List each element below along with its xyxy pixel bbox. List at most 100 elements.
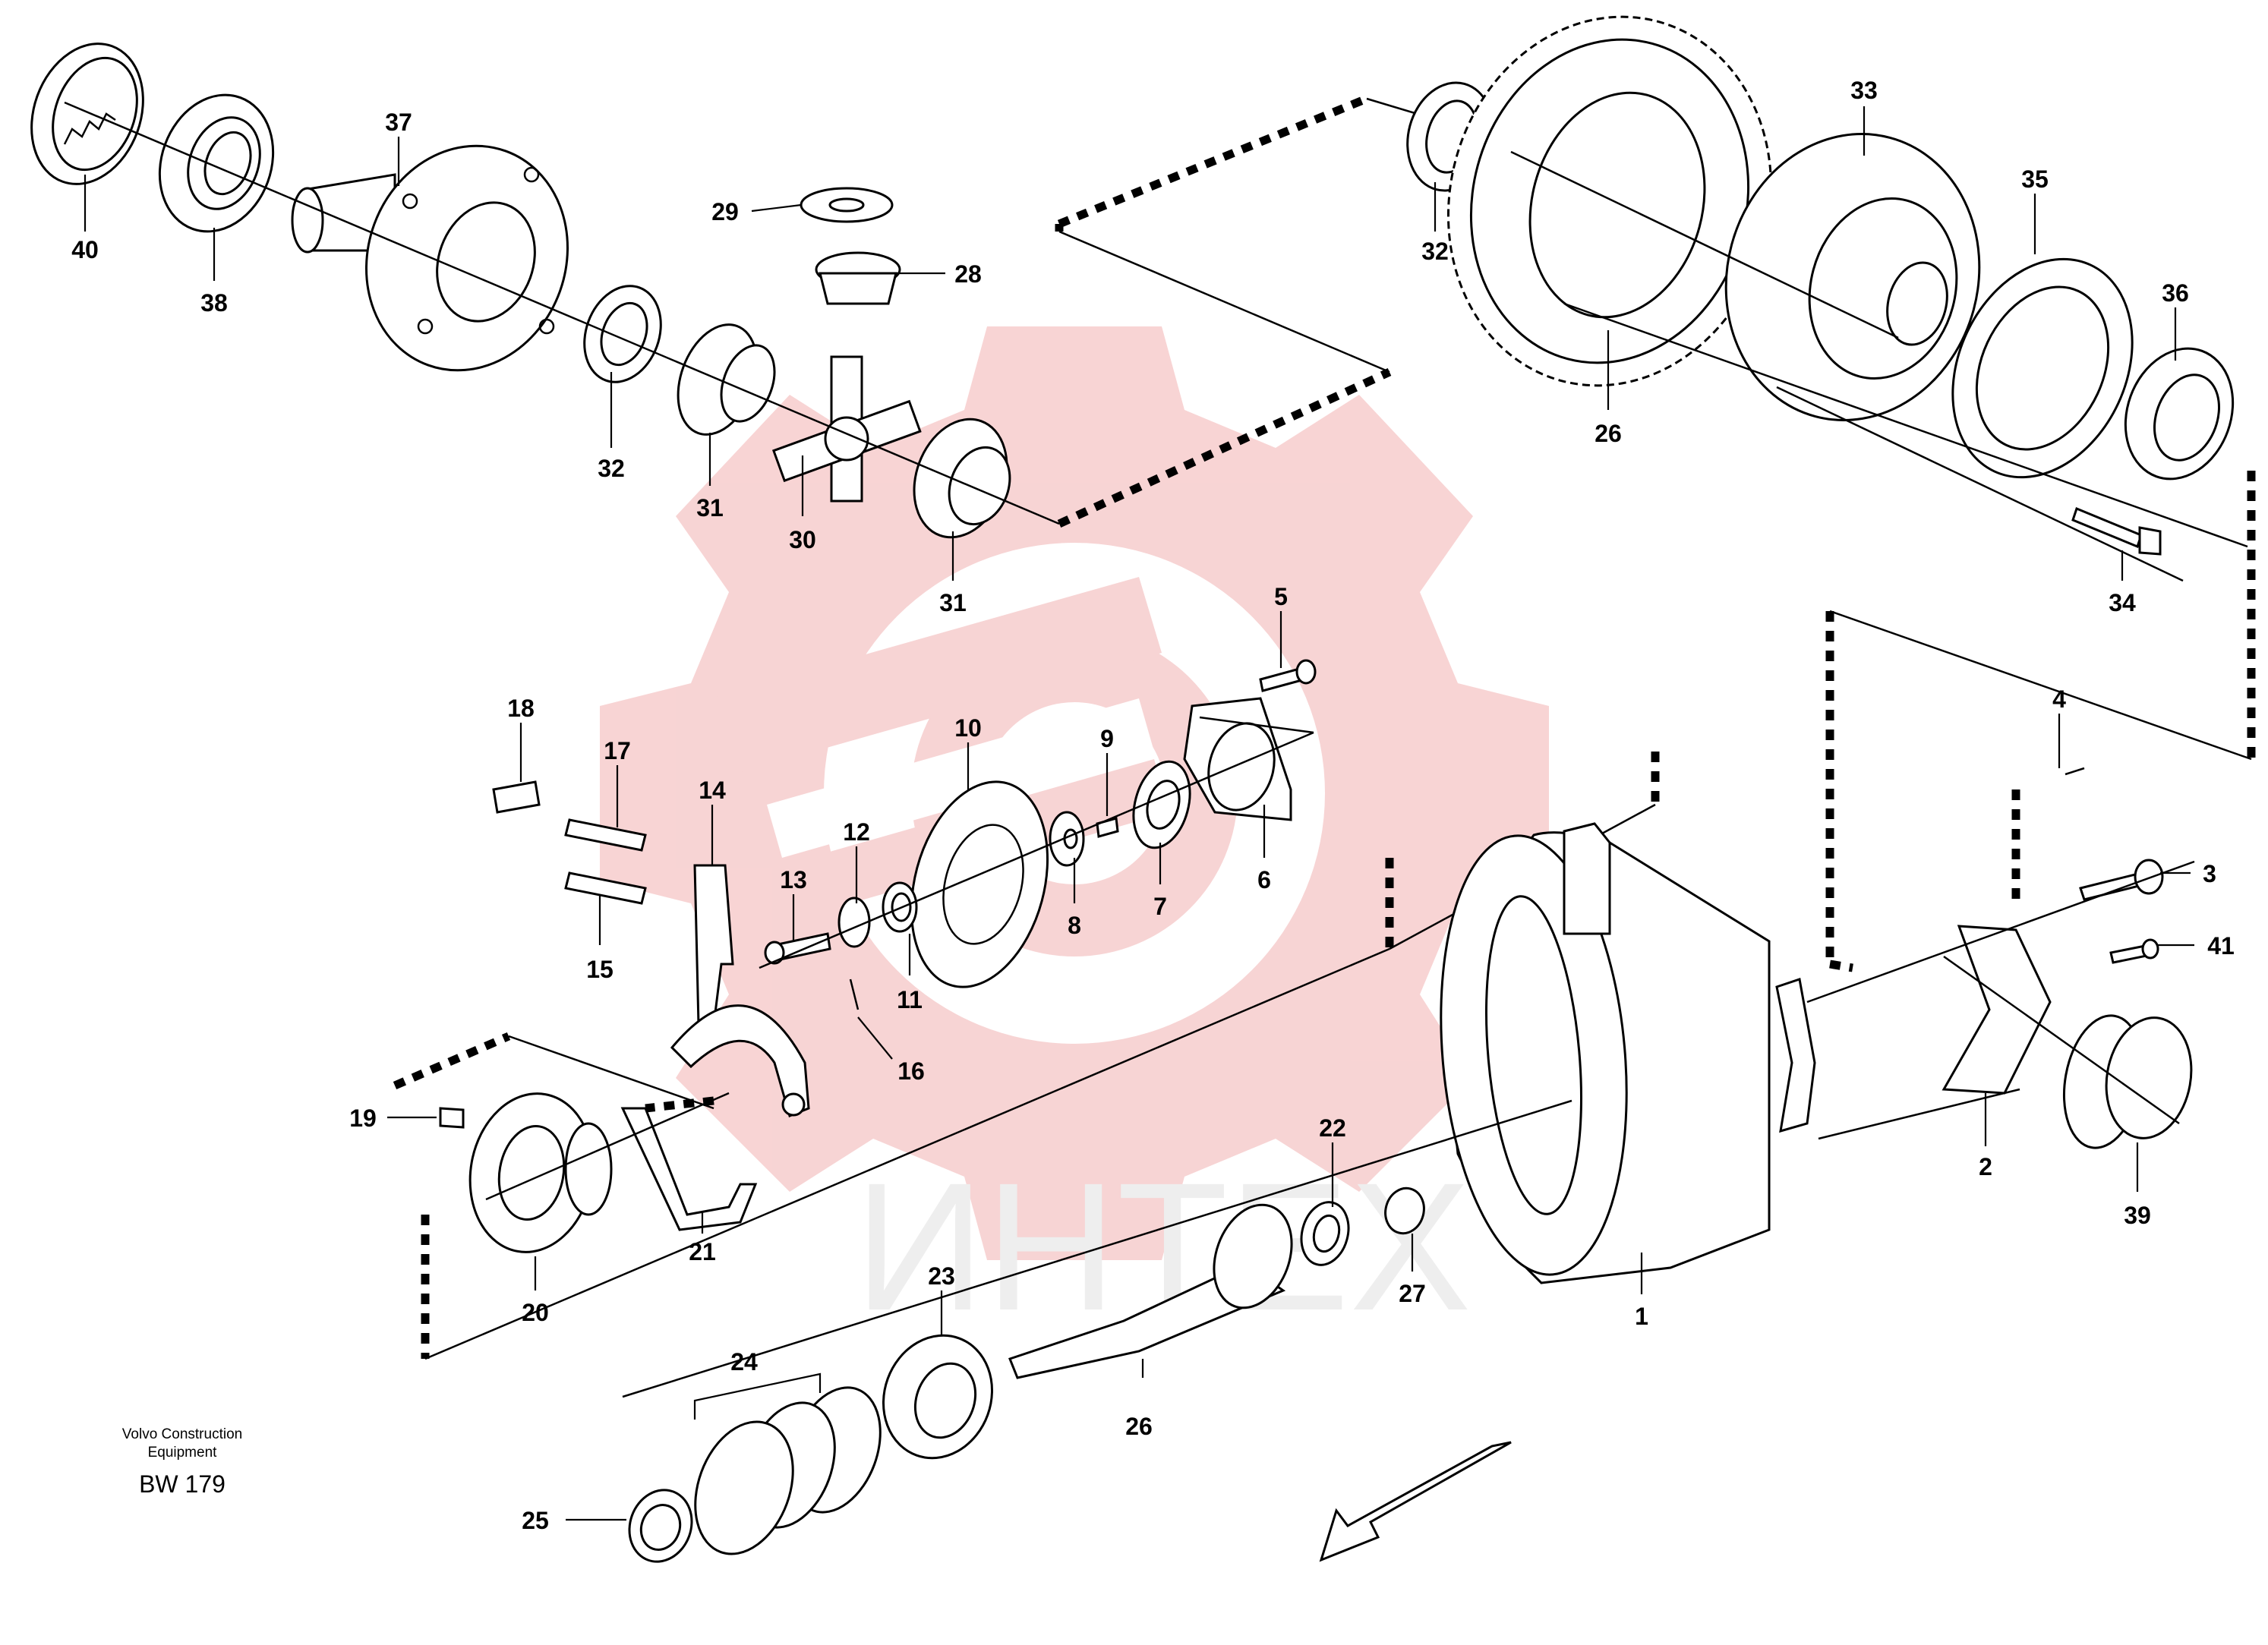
callout-28: 28 bbox=[881, 260, 982, 288]
part-21-pipe bbox=[620, 1107, 758, 1231]
callout-number: 23 bbox=[928, 1262, 955, 1290]
part-18-spring bbox=[492, 780, 541, 814]
part-38-bearing bbox=[158, 93, 275, 233]
callout-32b: 32 bbox=[1421, 182, 1449, 265]
callout-11: 11 bbox=[897, 934, 923, 1013]
callout-25: 25 bbox=[522, 1507, 626, 1534]
callout-22: 22 bbox=[1319, 1114, 1346, 1207]
callout-number: 28 bbox=[954, 260, 982, 288]
callout-number: 38 bbox=[200, 289, 228, 317]
callout-39: 39 bbox=[2124, 1142, 2151, 1229]
group-outlines bbox=[393, 94, 2256, 1360]
part-31-side-gear-right bbox=[913, 418, 1011, 539]
part-41-bolt bbox=[2109, 938, 2159, 964]
callout-33: 33 bbox=[1850, 77, 1878, 156]
callout-number: 11 bbox=[897, 986, 923, 1013]
callout-15: 15 bbox=[586, 896, 614, 983]
part-32-washer bbox=[583, 285, 662, 383]
part-28-pinion-gear bbox=[815, 251, 901, 305]
callout-number: 16 bbox=[897, 1057, 925, 1085]
callout-20: 20 bbox=[522, 1256, 549, 1326]
callout-number: 24 bbox=[730, 1348, 758, 1376]
callout-number: 37 bbox=[385, 109, 412, 136]
callout-number: 32 bbox=[598, 455, 625, 482]
callout-number: 13 bbox=[780, 866, 807, 893]
callout-number: 2 bbox=[1979, 1153, 1992, 1180]
callout-number: 35 bbox=[2021, 165, 2049, 193]
callout-29: 29 bbox=[711, 198, 802, 225]
part-36-bearing bbox=[2124, 347, 2235, 481]
callout-26b: 26 bbox=[1125, 1359, 1153, 1440]
callout-number: 14 bbox=[699, 777, 726, 804]
part-19-bolt bbox=[439, 1107, 465, 1129]
callout-31: 31 bbox=[696, 433, 724, 522]
callout-number: 17 bbox=[604, 737, 631, 764]
part-24-shims bbox=[694, 1386, 882, 1555]
watermark-gear-logo: ИНТЕХ bbox=[600, 326, 1549, 1348]
direction-arrow bbox=[1319, 1441, 1512, 1562]
callout-35: 35 bbox=[2021, 165, 2049, 254]
part-15-pin bbox=[564, 871, 647, 905]
part-16-pin bbox=[849, 978, 860, 1010]
callout-34: 34 bbox=[2109, 550, 2136, 616]
part-26-pinion bbox=[1008, 1203, 1293, 1379]
callout-16: 16 bbox=[857, 1016, 925, 1085]
callout-40: 40 bbox=[71, 175, 99, 263]
callout-18: 18 bbox=[507, 695, 535, 782]
callout-number: 21 bbox=[689, 1238, 716, 1265]
callout-number: 5 bbox=[1274, 583, 1288, 610]
part-12-snap-ring bbox=[837, 897, 871, 948]
callout-19: 19 bbox=[349, 1105, 437, 1132]
callout-number: 30 bbox=[789, 526, 816, 553]
part-1-axle-housing bbox=[1440, 822, 1771, 1284]
callout-41: 41 bbox=[2158, 932, 2235, 960]
callout-6: 6 bbox=[1257, 805, 1271, 893]
callout-number: 26 bbox=[1125, 1413, 1153, 1440]
callout-number: 26 bbox=[1595, 420, 1622, 447]
part-39-bearing bbox=[2062, 1014, 2193, 1149]
callout-5: 5 bbox=[1274, 583, 1288, 668]
callout-number: 31 bbox=[696, 494, 724, 522]
callout-number: 33 bbox=[1850, 77, 1878, 104]
part-7-seal bbox=[1132, 760, 1191, 849]
callout-38: 38 bbox=[200, 228, 228, 317]
callout-number: 39 bbox=[2124, 1202, 2151, 1229]
callout-3: 3 bbox=[2160, 860, 2216, 887]
callout-number: 22 bbox=[1319, 1114, 1346, 1142]
organization-caption: Volvo Construction Equipment bbox=[72, 1426, 292, 1462]
callout-37: 37 bbox=[385, 109, 412, 186]
callout-12: 12 bbox=[843, 818, 870, 903]
callout-number: 8 bbox=[1068, 912, 1081, 939]
callout-number: 20 bbox=[522, 1299, 549, 1326]
callout-number: 34 bbox=[2109, 589, 2136, 616]
part-30-spider bbox=[771, 355, 922, 503]
part-11-washer bbox=[882, 881, 918, 933]
callout-30: 30 bbox=[789, 455, 816, 553]
callout-number: 41 bbox=[2207, 932, 2235, 960]
part-40-ring bbox=[30, 43, 144, 185]
callout-1: 1 bbox=[1635, 1253, 1648, 1330]
callout-number: 15 bbox=[586, 956, 614, 983]
callout-8: 8 bbox=[1068, 858, 1081, 939]
callout-4: 4 bbox=[2052, 685, 2066, 768]
callout-labels: 40 38 37 32 31 30 29 28 bbox=[71, 77, 2235, 1534]
callout-36: 36 bbox=[2162, 279, 2189, 361]
callout-number: 40 bbox=[71, 236, 99, 263]
callout-number: 31 bbox=[939, 589, 967, 616]
callout-number: 32 bbox=[1421, 238, 1449, 265]
callout-27: 27 bbox=[1399, 1234, 1426, 1307]
part-29-thrust-washer bbox=[800, 187, 894, 223]
callout-number: 1 bbox=[1635, 1303, 1648, 1330]
assembly-axes bbox=[64, 101, 2248, 1398]
callout-14: 14 bbox=[699, 777, 726, 865]
drawing-id-caption: BW 179 bbox=[91, 1470, 273, 1498]
callout-23: 23 bbox=[928, 1262, 955, 1336]
callout-number: 10 bbox=[954, 714, 982, 742]
callout-number: 18 bbox=[507, 695, 535, 722]
callout-31b: 31 bbox=[939, 531, 967, 616]
part-26-ring-gear bbox=[1446, 15, 1773, 387]
part-33-diff-case bbox=[1724, 133, 1981, 421]
callout-7: 7 bbox=[1153, 843, 1167, 920]
part-14-shift-fork bbox=[670, 864, 810, 1118]
